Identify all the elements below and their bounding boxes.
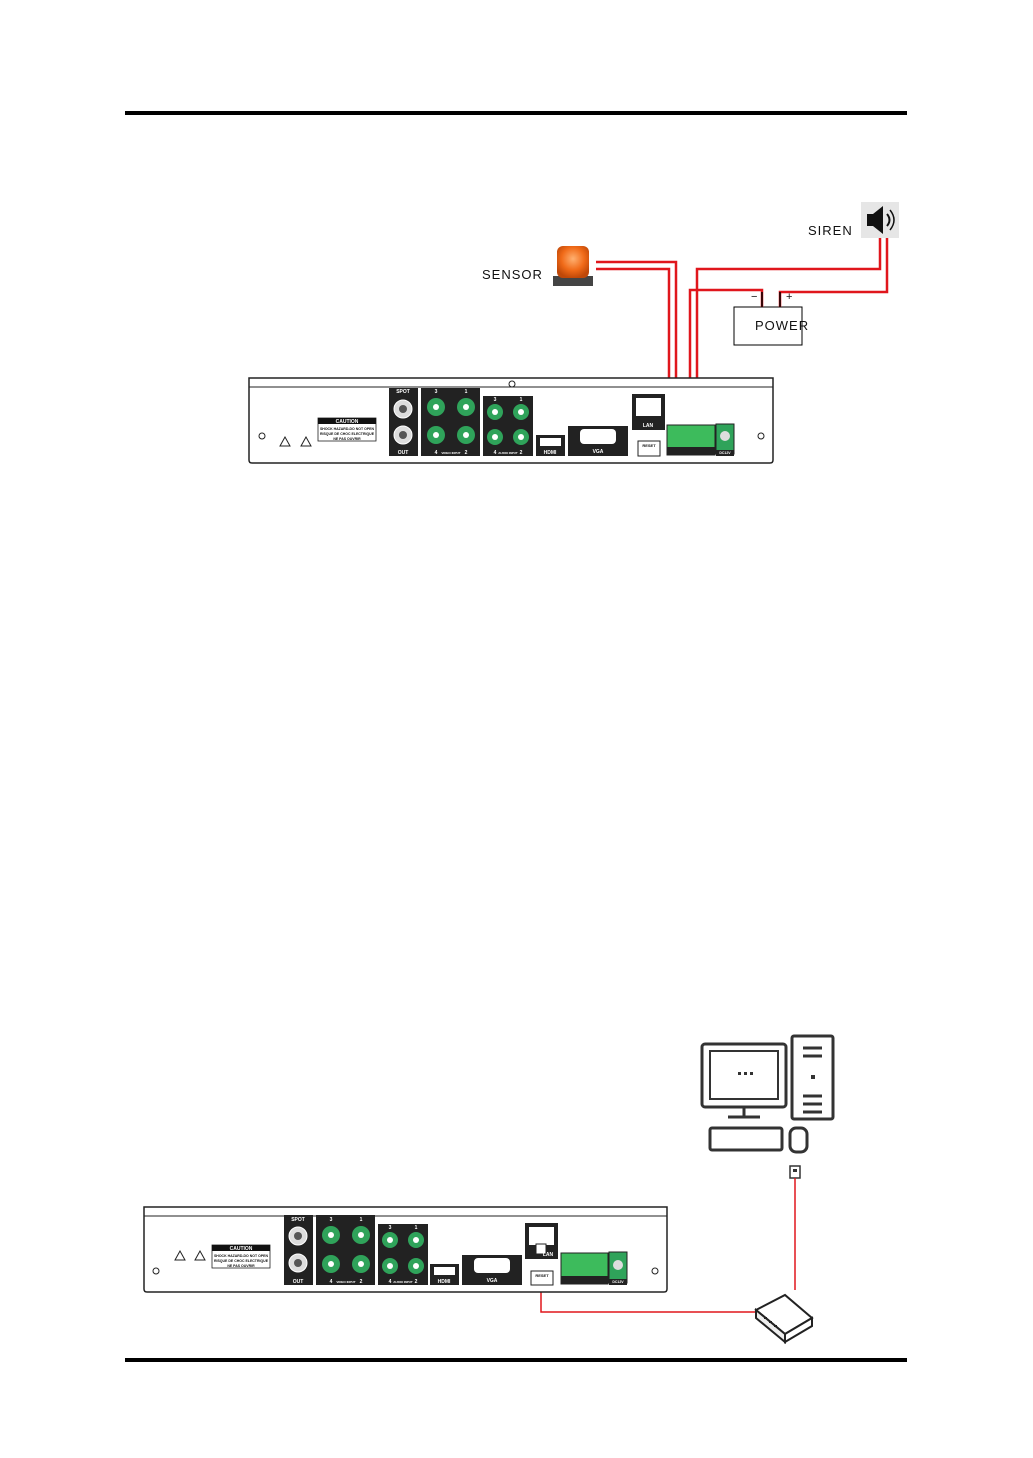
spot-label-2: SPOT <box>291 1217 305 1223</box>
audio-ch2-label-1: 2 <box>520 450 523 456</box>
bottom-rule <box>125 1358 907 1362</box>
ch4-label-2: 4 <box>330 1279 333 1285</box>
power-plus-label: + <box>786 291 794 303</box>
siren-label: SIREN <box>808 223 853 238</box>
caution-line1-2: SHOCK HAZARD-DO NOT OPEN <box>214 1254 269 1258</box>
sensor-label: SENSOR <box>482 267 543 282</box>
caution-title-2: CAUTION <box>230 1246 253 1252</box>
audio-ch4-label-2: 4 <box>389 1279 392 1285</box>
dc-label-2: DC12V <box>612 1280 624 1284</box>
dc-label-1: DC12V <box>719 451 731 455</box>
power-minus-label: − <box>751 291 759 303</box>
ch4-label-1: 4 <box>435 450 438 456</box>
audio-input-label-1: AUDIO INPUT <box>498 451 518 455</box>
caution-line2-2: RISQUE DE CHOC ELECTRIQUE <box>214 1259 269 1263</box>
vga-label-1: VGA <box>593 449 604 455</box>
lan-label-2: LAN <box>543 1252 554 1258</box>
rj45-plug-icon <box>789 1165 801 1179</box>
out-label-1: OUT <box>398 450 409 456</box>
dvr-rear-panel-bottom <box>143 1206 668 1293</box>
caution-line3-1: NE PAS OUVRIR <box>333 437 361 441</box>
ch2-label-1: 2 <box>465 450 468 456</box>
lan-label-1: LAN <box>643 423 654 429</box>
out-label-2: OUT <box>293 1279 304 1285</box>
audio-ch4-label-1: 4 <box>494 450 497 456</box>
audio-ch3-label-2: 3 <box>389 1225 392 1231</box>
audio-ch2-label-2: 2 <box>415 1279 418 1285</box>
hdmi-label-2: HDMI <box>438 1279 451 1285</box>
power-box <box>733 306 803 346</box>
ch3-label-2: 3 <box>330 1217 333 1223</box>
video-input-label-1: VIDEO INPUT <box>441 451 460 455</box>
ch2-label-2: 2 <box>360 1279 363 1285</box>
caution-line1-1: SHOCK HAZARD-DO NOT OPEN <box>320 427 375 431</box>
network-switch-icon <box>754 1293 814 1345</box>
hdmi-label-1: HDMI <box>544 450 557 456</box>
dvr-rear-panel-top <box>248 377 774 464</box>
reset-label-2: RESET <box>535 1273 549 1278</box>
ch1-label-2: 1 <box>360 1217 363 1223</box>
speaker-icon <box>861 202 899 238</box>
caution-title-1: CAUTION <box>336 419 359 425</box>
audio-ch1-label-2: 1 <box>415 1225 418 1231</box>
caution-line2-1: RISQUE DE CHOC ELECTRIQUE <box>320 432 375 436</box>
caution-line3-2: NE PAS OUVRIR <box>227 1264 255 1268</box>
spot-label-1: SPOT <box>396 389 410 395</box>
ch1-label-1: 1 <box>465 389 468 395</box>
alarm-light-icon <box>553 246 593 286</box>
ch3-label-1: 3 <box>435 389 438 395</box>
computer-icon <box>700 1034 835 1154</box>
audio-ch3-label-1: 3 <box>494 397 497 403</box>
vga-label-2: VGA <box>487 1278 498 1284</box>
top-rule <box>125 111 907 115</box>
audio-input-label-2: AUDIO INPUT <box>393 1280 413 1284</box>
video-input-label-2: VIDEO INPUT <box>336 1280 355 1284</box>
reset-label-1: RESET <box>642 443 656 448</box>
audio-ch1-label-1: 1 <box>520 397 523 403</box>
power-label: POWER <box>755 318 810 333</box>
